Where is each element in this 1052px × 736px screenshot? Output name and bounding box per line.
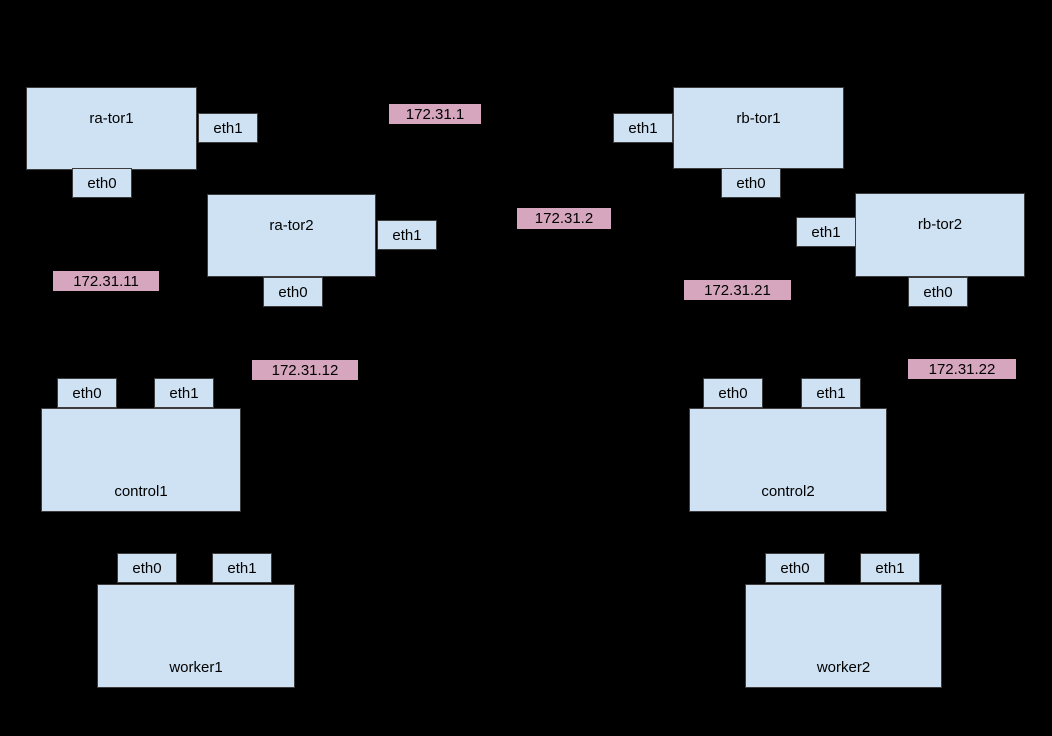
node-worker2: worker2 [745, 584, 942, 688]
ip-label-172-31-12: 172.31.12 [252, 360, 358, 380]
node-control1: control1 [41, 408, 241, 512]
ip-label-172-31-1: 172.31.1 [389, 104, 481, 124]
ip-label-172-31-21: 172.31.21 [684, 280, 791, 300]
port-worker1-eth1: eth1 [212, 553, 272, 583]
port-control1-eth1: eth1 [154, 378, 214, 408]
port-ra-tor1-eth1: eth1 [198, 113, 258, 143]
port-worker2-eth1: eth1 [860, 553, 920, 583]
port-rb-tor2-eth1: eth1 [796, 217, 856, 247]
port-worker1-eth0: eth0 [117, 553, 177, 583]
node-control2: control2 [689, 408, 887, 512]
ip-label-172-31-11: 172.31.11 [53, 271, 159, 291]
node-worker1: worker1 [97, 584, 295, 688]
port-rb-tor1-eth0: eth0 [721, 168, 781, 198]
port-control2-eth1: eth1 [801, 378, 861, 408]
node-ra-tor2: ra-tor2 [207, 194, 376, 277]
port-control1-eth0: eth0 [57, 378, 117, 408]
node-rb-tor1: rb-tor1 [673, 87, 844, 169]
ip-label-172-31-2: 172.31.2 [517, 208, 611, 229]
port-rb-tor2-eth0: eth0 [908, 277, 968, 307]
port-ra-tor2-eth1: eth1 [377, 220, 437, 250]
node-ra-tor1: ra-tor1 [26, 87, 197, 170]
port-ra-tor2-eth0: eth0 [263, 277, 323, 307]
node-rb-tor2: rb-tor2 [855, 193, 1025, 277]
port-ra-tor1-eth0: eth0 [72, 168, 132, 198]
port-worker2-eth0: eth0 [765, 553, 825, 583]
port-control2-eth0: eth0 [703, 378, 763, 408]
ip-label-172-31-22: 172.31.22 [908, 359, 1016, 379]
port-rb-tor1-eth1: eth1 [613, 113, 673, 143]
